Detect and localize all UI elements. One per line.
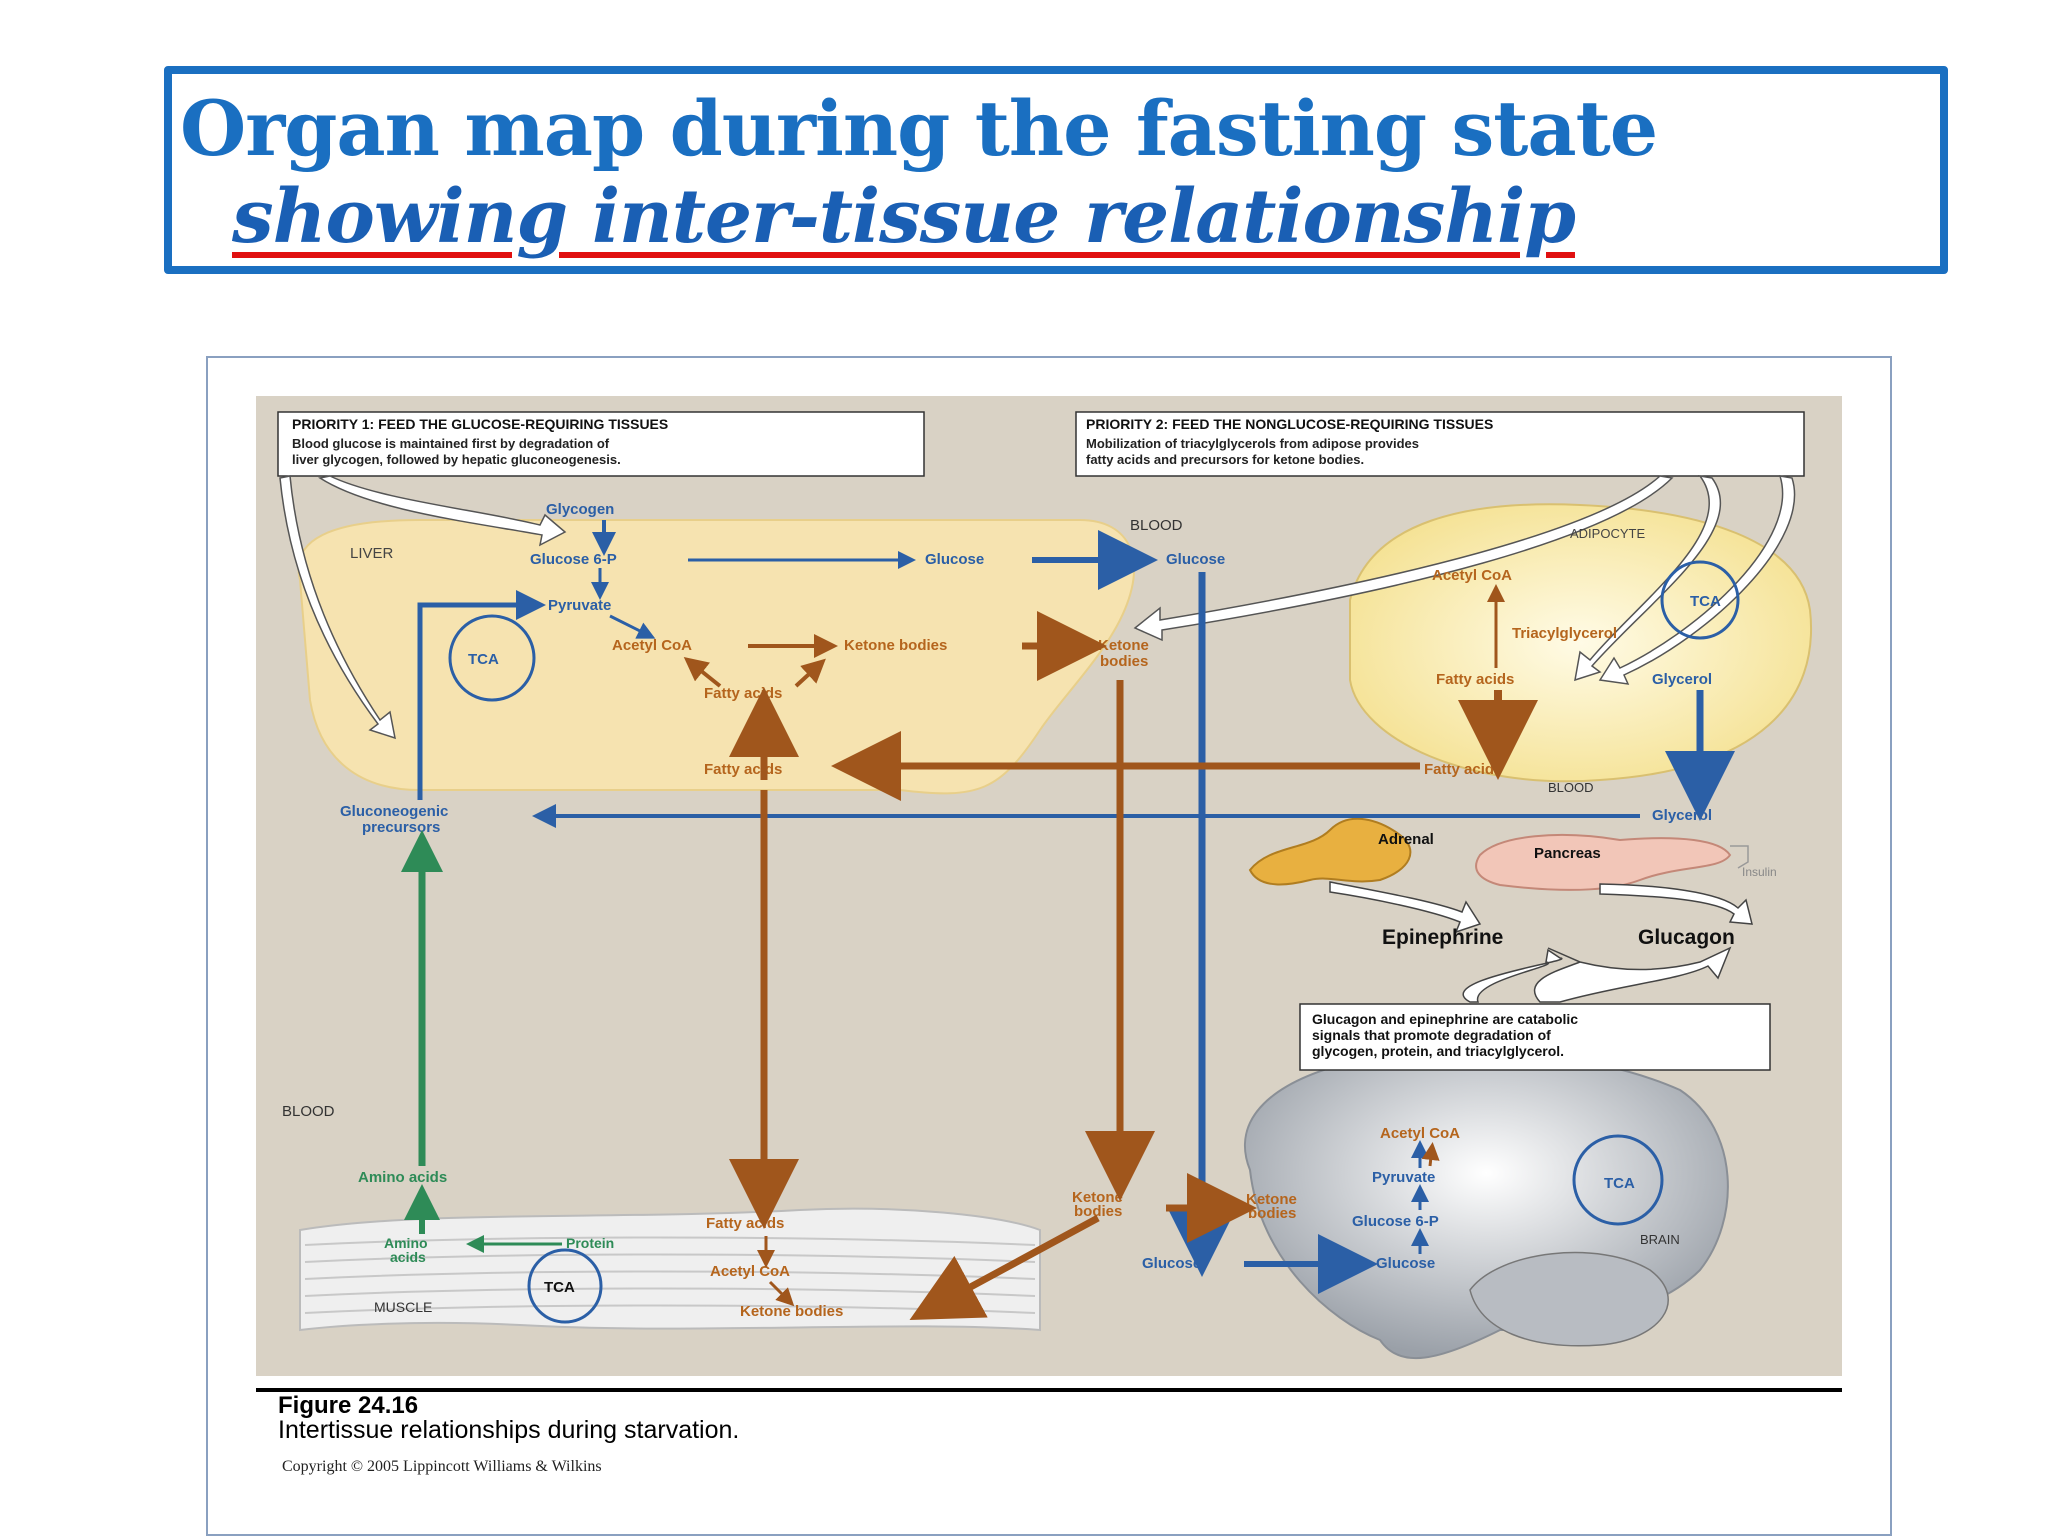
glucose-liver-label: Glucose — [925, 551, 984, 568]
fatty-acids-mid-label: Fatty acids — [704, 761, 782, 778]
ketone-bodies-muscle-label: Ketone bodies — [740, 1303, 843, 1320]
fatty-acids-blood-label: Fatty acids — [1424, 761, 1502, 778]
figure-caption-label: Figure 24.16 — [278, 1392, 419, 1419]
priority2-title: PRIORITY 2: FEED THE NONGLUCOSE-REQUIRIN… — [1086, 416, 1493, 432]
pancreas-shape — [1475, 834, 1732, 891]
gluconeogenic-label: Gluconeogenic — [340, 803, 448, 820]
signal-line3: glycogen, protein, and triacylglycerol. — [1312, 1043, 1564, 1059]
glucose-blood-label: Glucose — [1166, 551, 1225, 568]
glucose-pathway-arrows — [417, 520, 1735, 1294]
insulin-arrow — [1730, 845, 1749, 869]
priority1-box — [277, 411, 925, 477]
blood-right-label: BLOOD — [1548, 780, 1594, 795]
amino-muscle-label: Amino — [384, 1235, 428, 1251]
page-title: Organ map during the fasting state — [180, 84, 1658, 173]
priority2-line1: Mobilization of triacylglycerols from ad… — [1086, 436, 1419, 451]
tca-muscle-label: TCA — [544, 1279, 575, 1296]
tca-adipo-cycle — [1660, 560, 1740, 640]
fatty-acids-adipo-label: Fatty acids — [1436, 671, 1514, 688]
fatty-acids-muscle-label: Fatty acids — [706, 1215, 784, 1232]
glycerol-adipo-label: Glycerol — [1652, 671, 1712, 688]
muscle-label: MUSCLE — [374, 1299, 432, 1315]
blood-left-label: BLOOD — [282, 1103, 335, 1120]
cerebellum-shape — [1469, 1251, 1669, 1347]
ketone-blood-label: Ketone — [1098, 637, 1149, 654]
tca-liver-label: TCA — [468, 651, 499, 668]
blood-top-label: BLOOD — [1130, 517, 1183, 534]
bodies-brain-label: bodies — [1248, 1205, 1296, 1222]
hormone-arrows — [1329, 881, 1753, 934]
tca-liver-cycle — [448, 614, 536, 702]
signal-arrow-left — [1462, 948, 1563, 1003]
glycogen-label: Glycogen — [546, 501, 614, 518]
protein-label: Protein — [566, 1235, 614, 1251]
signal-arrow-pair — [1533, 946, 1732, 1003]
pyruvate-liver-label: Pyruvate — [548, 597, 611, 614]
tca-adipo-label: TCA — [1690, 593, 1721, 610]
priority1-title: PRIORITY 1: FEED THE GLUCOSE-REQUIRING T… — [292, 416, 668, 432]
triacylglycerol-label: Triacylglycerol — [1512, 625, 1617, 642]
amino-pathway-arrows — [401, 830, 562, 1253]
fatty-acids-liver-label: Fatty acids — [704, 685, 782, 702]
glucose6p-liver-label: Glucose 6-P — [530, 551, 617, 568]
liver-label: LIVER — [350, 545, 394, 562]
epinephrine-label: Epinephrine — [1382, 926, 1503, 949]
signal-line2: signals that promote degradation of — [1312, 1027, 1551, 1043]
glucose-lower-label: Glucose — [1142, 1255, 1201, 1272]
acetylcoa-liver-label: Acetyl CoA — [612, 637, 692, 654]
adrenal-shape — [1248, 817, 1412, 886]
callout-arrows — [279, 474, 1796, 740]
bodies-blood-label: bodies — [1100, 653, 1148, 670]
liver-shape — [297, 519, 1136, 795]
page-subtitle: showing inter-tissue relationship — [232, 174, 1576, 260]
acetylcoa-brain-label: Acetyl CoA — [1380, 1125, 1460, 1142]
bodies-lower-label: bodies — [1074, 1203, 1122, 1220]
precursors-label: precursors — [362, 819, 440, 836]
priority2-line2: fatty acids and precursors for ketone bo… — [1086, 452, 1364, 467]
adipocyte-label: ADIPOCYTE — [1570, 526, 1645, 541]
tca-brain-cycle — [1572, 1134, 1664, 1226]
priority2-box — [1075, 411, 1805, 477]
acetylcoa-muscle-label: Acetyl CoA — [710, 1263, 790, 1280]
title-box: Organ map during the fasting state showi… — [164, 66, 1948, 274]
glucose6p-brain-label: Glucose 6-P — [1352, 1213, 1439, 1230]
signal-box — [1299, 1003, 1771, 1071]
ketone-brain-label: Ketone — [1246, 1191, 1297, 1208]
insulin-label: Insulin — [1742, 865, 1777, 879]
pyruvate-brain-label: Pyruvate — [1372, 1169, 1435, 1186]
tca-brain-label: TCA — [1604, 1175, 1635, 1192]
tca-muscle-cycle — [527, 1248, 603, 1324]
amino-acids-label: Amino acids — [358, 1169, 447, 1186]
priority1-line1: Blood glucose is maintained first by deg… — [292, 436, 610, 451]
brain-label: BRAIN — [1640, 1232, 1680, 1247]
adrenal-label: Adrenal — [1378, 831, 1434, 848]
ketone-pathway-arrows — [683, 584, 1538, 1320]
figure-caption-text: Intertissue relationships during starvat… — [278, 1416, 740, 1444]
acids-muscle-label: acids — [390, 1249, 426, 1265]
glucose-brain-label: Glucose — [1376, 1255, 1435, 1272]
pancreas-label: Pancreas — [1534, 845, 1601, 862]
figure-copyright: Copyright © 2005 Lippincott Williams & W… — [282, 1458, 602, 1475]
signal-line1: Glucagon and epinephrine are catabolic — [1312, 1011, 1578, 1027]
glucagon-label: Glucagon — [1638, 926, 1735, 949]
adipocyte-shape — [1349, 503, 1812, 783]
priority1-line2: liver glycogen, followed by hepatic gluc… — [292, 452, 621, 467]
glycerol-blood-label: Glycerol — [1652, 807, 1712, 824]
ketone-bodies-liver-label: Ketone bodies — [844, 637, 947, 654]
acetylcoa-adipo-label: Acetyl CoA — [1432, 567, 1512, 584]
